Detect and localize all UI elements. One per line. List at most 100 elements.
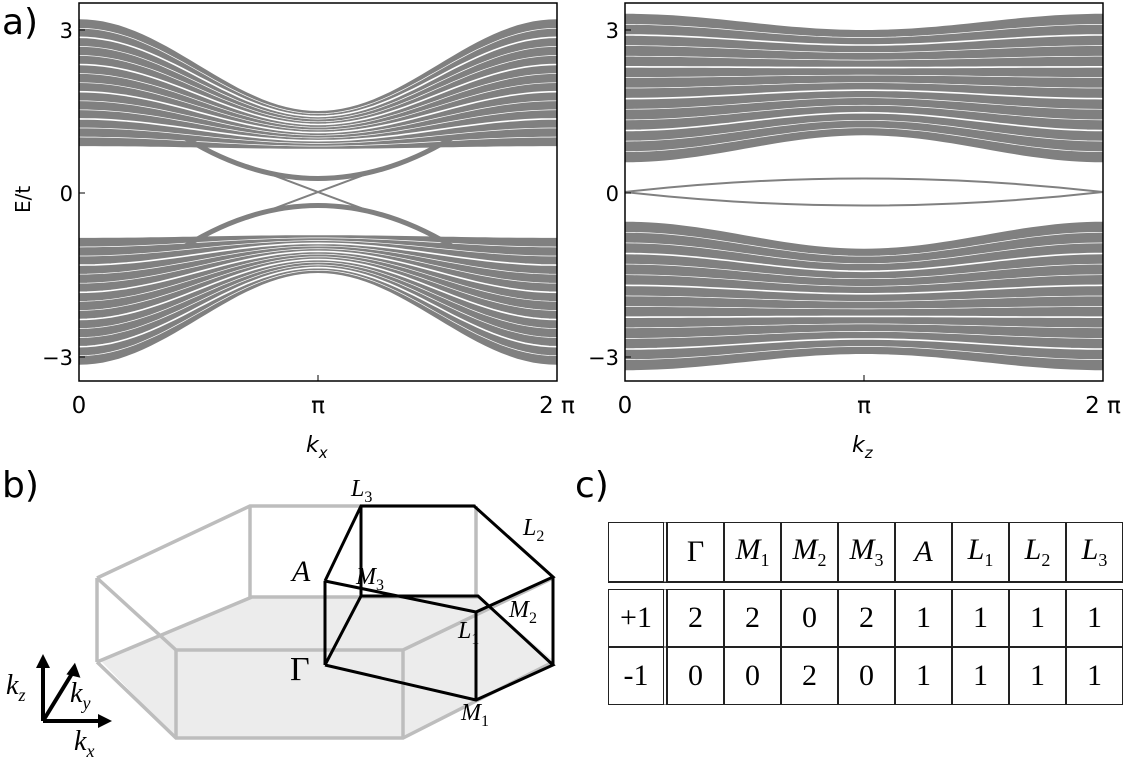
left-band-plot: 3 0 −3 0 π 2 π kx	[42, 2, 575, 462]
right-xtick-pi: π	[857, 393, 871, 419]
right-ytick-minus3: −3	[588, 346, 619, 370]
col-M1: M1	[724, 522, 781, 582]
point-L3: L3	[350, 476, 372, 506]
left-ytick-3: 3	[60, 19, 73, 43]
right-band-gap-line	[625, 263, 1103, 280]
table-row: +1 2 2 0 2 1 1 1 1	[608, 589, 1123, 647]
table-cell: 0	[781, 589, 838, 647]
kx-arrowhead	[98, 714, 112, 728]
point-M3: M3	[355, 564, 384, 594]
col-L2: L2	[1009, 522, 1066, 582]
right-upper-bulk-band	[625, 13, 1103, 163]
left-band-gap-line	[79, 240, 557, 257]
left-band-gap-line	[79, 237, 557, 248]
left-band-gap-line	[79, 242, 557, 266]
left-band-gap-line	[79, 127, 557, 144]
left-band-gap-line	[79, 82, 557, 131]
left-y-ticks: 3 0 −3	[42, 19, 85, 370]
right-lower-bulk-band	[625, 221, 1103, 371]
left-band-gap-line	[79, 256, 557, 311]
right-band-gap-line	[625, 323, 1103, 329]
axis-label-ky: ky	[70, 678, 90, 713]
right-band-gap-line	[625, 346, 1103, 360]
left-surface-band	[246, 164, 392, 220]
right-band-gap-line	[625, 331, 1103, 339]
left-xtick-0: 0	[72, 393, 87, 419]
right-band-gap-line	[625, 274, 1103, 287]
point-Gamma: Γ	[290, 651, 310, 688]
parity-table: Γ M1 M2 M3 A L1 L2 L3 +1 2 2 0 2 1 1 1 1…	[608, 522, 1123, 705]
ky-arrowhead	[66, 662, 81, 678]
left-lower-bulk-band	[79, 235, 557, 365]
left-upper-bulk-band	[79, 19, 557, 149]
right-band-gap-line	[625, 104, 1103, 121]
left-band-gap-line	[79, 118, 557, 142]
row-label-plus1: +1	[608, 589, 667, 647]
row-label-minus1: -1	[608, 647, 667, 705]
table-header-row: Γ M1 M2 M3 A L1 L2 L3	[608, 522, 1123, 582]
left-band-gap-line	[79, 109, 557, 139]
left-band-gap-line	[79, 136, 557, 147]
left-band-gap-line	[79, 269, 557, 357]
point-M2: M2	[508, 597, 537, 627]
left-surface-band	[184, 203, 454, 249]
right-band-gap-line	[625, 284, 1103, 295]
left-band-gap-line	[79, 245, 557, 275]
left-surface-band	[184, 135, 454, 181]
table-cell: 2	[781, 647, 838, 705]
table-cell: 0	[667, 647, 724, 705]
right-band-gap-line	[625, 295, 1103, 302]
right-band-gap-line	[625, 338, 1103, 350]
right-band-gap-line	[625, 119, 1103, 142]
left-ytick-0: 0	[60, 182, 73, 206]
table-cell: 1	[952, 647, 1009, 705]
right-x-ticks: 0 π 2 π	[618, 375, 1121, 419]
left-x-ticks: 0 π 2 π	[72, 375, 575, 419]
col-A: A	[895, 522, 952, 582]
right-band-gap-line	[625, 242, 1103, 265]
y-axis-label: E/t	[11, 186, 35, 213]
left-ytick-minus3: −3	[42, 346, 73, 370]
right-band-gap-line	[625, 306, 1103, 310]
left-band-gap-line	[79, 250, 557, 294]
axis-label-kx: kx	[74, 726, 94, 761]
left-band-gap-line	[79, 55, 557, 123]
table-cell: 1	[1066, 647, 1123, 705]
axis-label-kz: kz	[6, 670, 25, 705]
table-cell: 2	[838, 589, 895, 647]
table-cell: 1	[1009, 647, 1066, 705]
left-band-gap-line	[79, 261, 557, 329]
right-band-gap-line	[625, 55, 1103, 61]
table-cell: 0	[838, 647, 895, 705]
right-xtick-0: 0	[618, 393, 633, 419]
right-band-gap-line	[625, 97, 1103, 110]
table-cell: 2	[667, 589, 724, 647]
left-band-gap-line	[79, 36, 557, 118]
right-band-gap-line	[625, 24, 1103, 38]
table-cell: 1	[895, 589, 952, 647]
point-L2: L2	[522, 515, 544, 545]
left-band-gap-line	[79, 248, 557, 284]
left-band-gap-line	[79, 73, 557, 128]
col-L3: L3	[1066, 522, 1123, 582]
point-A: A	[290, 555, 311, 588]
right-ytick-3: 3	[606, 19, 619, 43]
table-cell: 1	[895, 647, 952, 705]
left-band-gap-line	[79, 90, 557, 134]
table-cell: 0	[724, 647, 781, 705]
right-surface-band	[625, 191, 1103, 207]
right-band-gap-line	[625, 315, 1103, 318]
table-corner-cell	[608, 522, 667, 582]
right-band-gap-line	[625, 74, 1103, 78]
brillouin-zone-diagram: L3 L2 L1 A M3 M2 M1 Γ	[95, 476, 556, 740]
right-band-gap-line	[625, 66, 1103, 69]
table-cell: 1	[952, 589, 1009, 647]
table-cell: 2	[724, 589, 781, 647]
left-band-gap-line	[79, 266, 557, 348]
right-band-gap-line	[625, 252, 1103, 273]
left-band-gap-line	[79, 253, 557, 302]
point-M1: M1	[460, 700, 489, 730]
col-M2: M2	[781, 522, 838, 582]
left-xtick-2pi: 2 π	[539, 393, 575, 419]
